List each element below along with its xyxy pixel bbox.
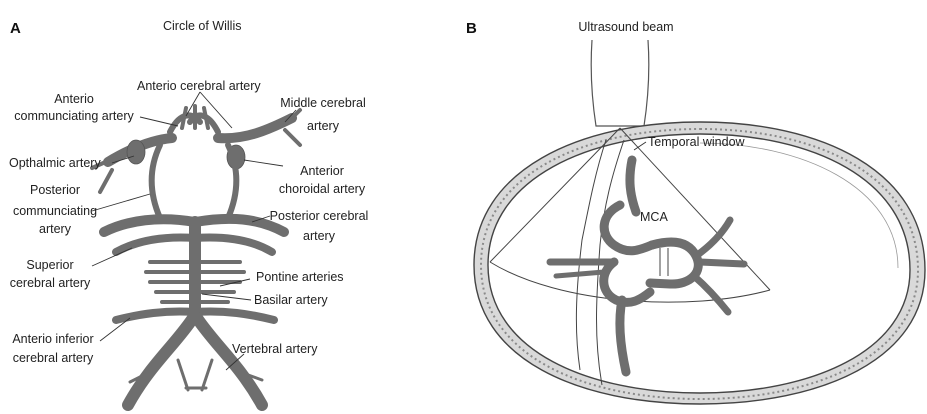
label-posterior-cerebral-1: Posterior cerebral bbox=[270, 209, 369, 223]
anterior-inferior-cerebral-artery-left bbox=[116, 311, 195, 320]
ultrasound-probe bbox=[591, 40, 649, 126]
label-superior-cerebral-2: cerebral artery bbox=[10, 276, 91, 290]
label-pontine: Pontine arteries bbox=[256, 270, 344, 284]
leader-anterior-communicating bbox=[140, 117, 178, 126]
posterior-communicating-artery-left bbox=[152, 145, 160, 218]
label-basilar: Basilar artery bbox=[254, 293, 328, 307]
label-posterior-cerebral-2: artery bbox=[303, 229, 336, 243]
ophthalmic-artery-stub bbox=[127, 140, 145, 164]
label-anterior-inferior-2: cerebral artery bbox=[13, 351, 94, 365]
middle-cerebral-artery-right bbox=[218, 118, 292, 138]
label-middle-cerebral-2: artery bbox=[307, 119, 340, 133]
label-ultrasound-beam: Ultrasound beam bbox=[578, 20, 673, 34]
leader-posterior-communicating bbox=[92, 194, 150, 211]
leader-anterior-choroidal bbox=[244, 160, 283, 166]
label-anterior-choroidal-1: Anterior bbox=[300, 164, 344, 178]
panel-b-letter: B bbox=[466, 20, 477, 37]
panel-b: B Ultrasound beam bbox=[466, 20, 925, 404]
circle-of-willis-vessels bbox=[92, 106, 300, 405]
label-anterior-choroidal-2: choroidal artery bbox=[279, 182, 366, 196]
label-posterior-communicating-2: communciating bbox=[13, 204, 97, 218]
posterior-cerebral-artery-left bbox=[104, 219, 195, 232]
label-ophthalmic: Opthalmic artery bbox=[9, 156, 101, 170]
mca-branch-right bbox=[700, 262, 744, 264]
label-temporal-window: Temporal window bbox=[648, 135, 746, 149]
leader-basilar bbox=[202, 294, 251, 300]
anterior-inferior-cerebral-artery-right bbox=[195, 311, 274, 320]
label-anterior-communicating-2: communciating artery bbox=[14, 109, 134, 123]
label-mca: MCA bbox=[640, 210, 668, 224]
label-anterior-inferior-1: Anterio inferior bbox=[12, 332, 93, 346]
label-anterior-cerebral: Anterio cerebral artery bbox=[137, 79, 261, 93]
panel-a-letter: A bbox=[10, 20, 21, 37]
label-superior-cerebral-1: Superior bbox=[26, 258, 73, 272]
label-posterior-communicating-3: artery bbox=[39, 222, 72, 236]
vertebral-branches bbox=[178, 360, 212, 390]
label-vertebral: Vertebral artery bbox=[232, 342, 318, 356]
vertebral-artery-right bbox=[197, 318, 262, 405]
label-anterior-communicating-1: Anterio bbox=[54, 92, 94, 106]
label-middle-cerebral-1: Middle cerebral bbox=[280, 96, 365, 110]
panel-a: A Circle of Willis bbox=[9, 19, 368, 405]
leader-superior-cerebral bbox=[92, 248, 132, 266]
superior-cerebral-artery-right bbox=[195, 238, 272, 252]
posterior-communicating-artery-right bbox=[228, 145, 236, 218]
vertebral-artery-left bbox=[128, 318, 193, 405]
anterior-cerebral-branches bbox=[182, 106, 208, 128]
panel-a-title: Circle of Willis bbox=[163, 19, 241, 33]
label-posterior-communicating-1: Posterior bbox=[30, 183, 80, 197]
